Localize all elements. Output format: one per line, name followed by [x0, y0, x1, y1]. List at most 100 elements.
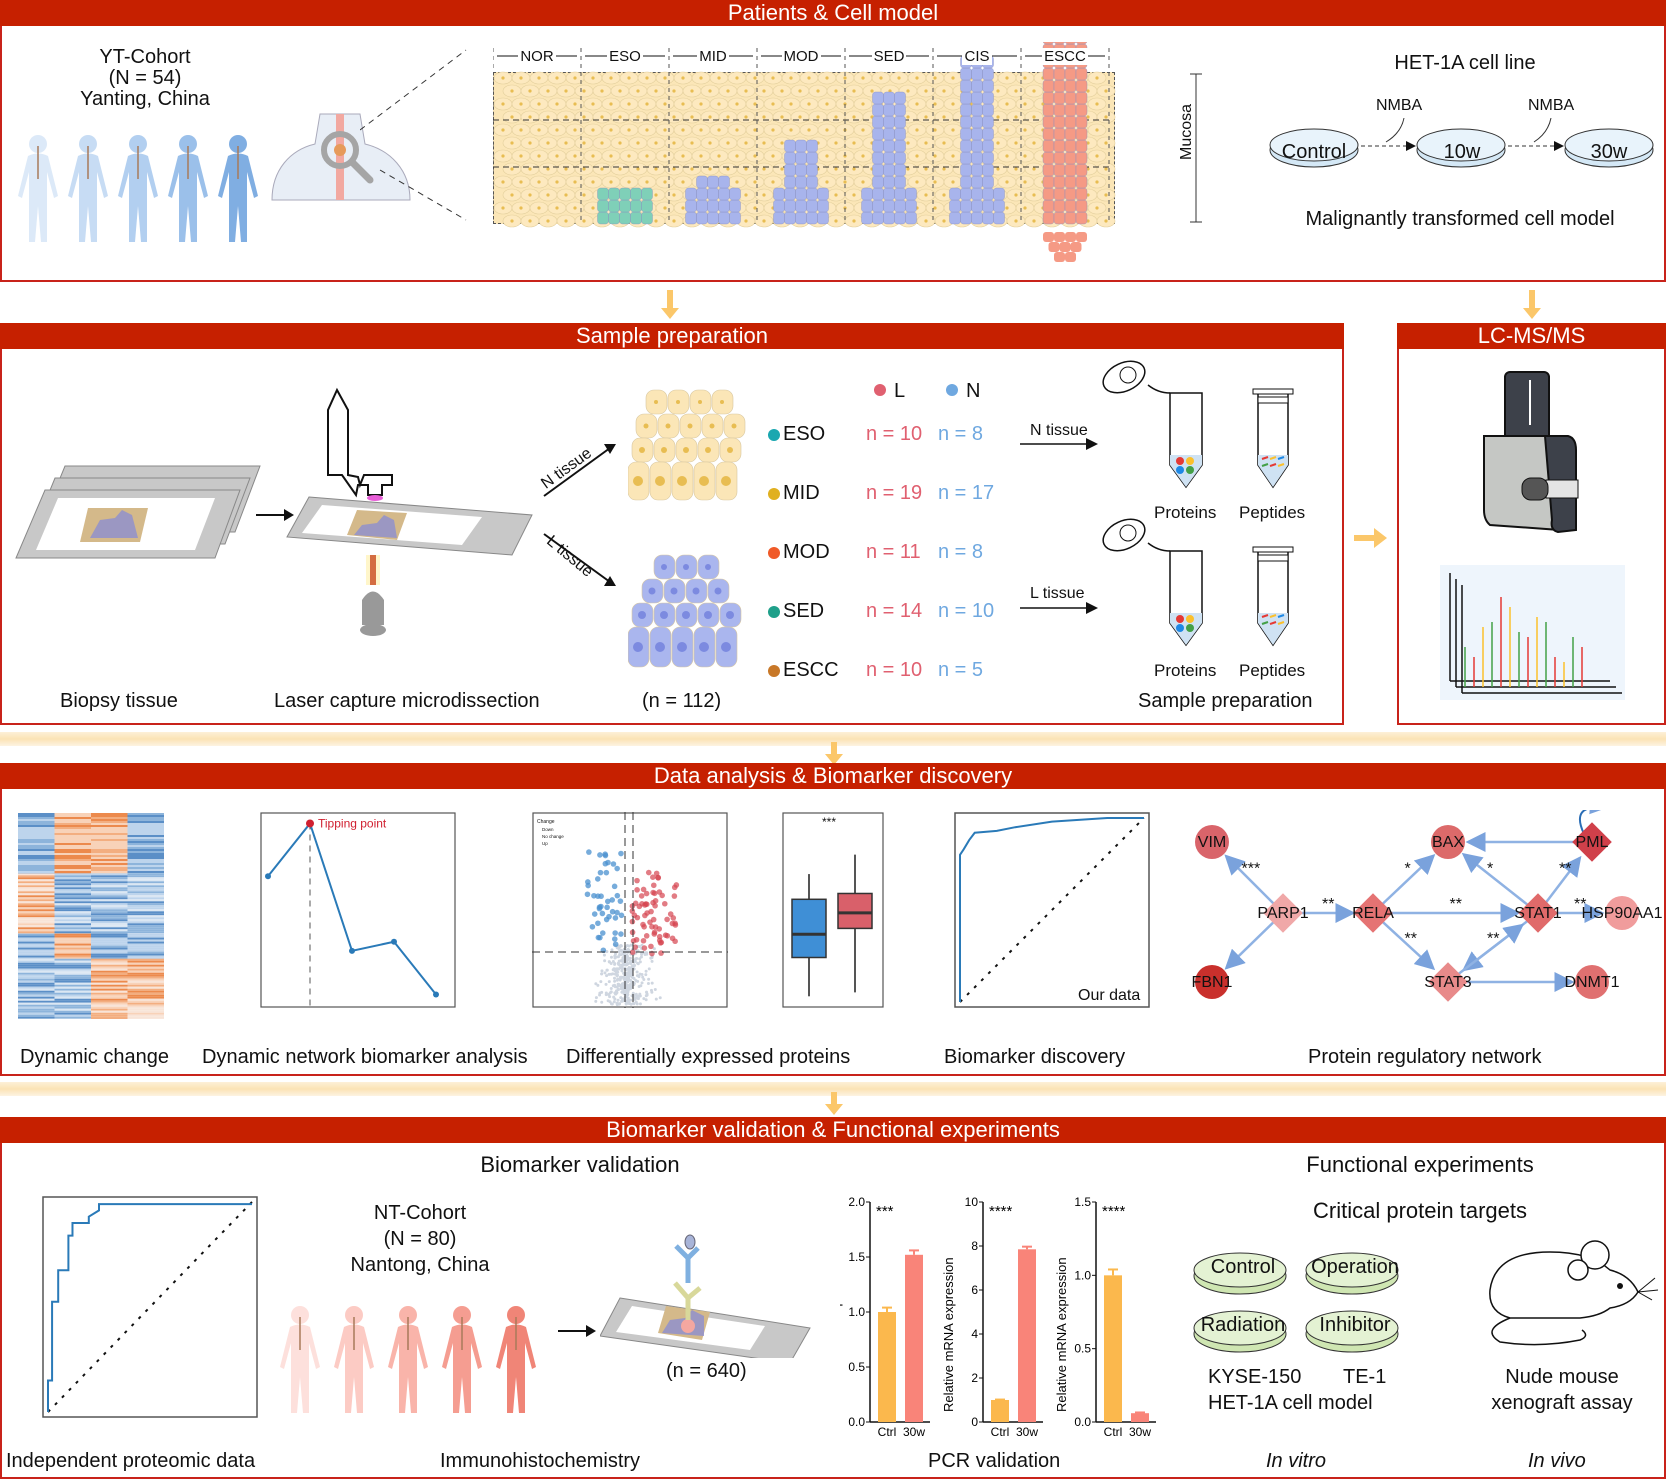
pcr-chart-3: 0.00.51.01.5Ctrl30w****Relative mRNA exp…: [1054, 1195, 1156, 1439]
group-dot-eso: [768, 429, 780, 441]
network-node-label: FBN1: [1192, 974, 1233, 991]
right-arrow-icon: [1020, 437, 1100, 451]
pcr-ytick: 4: [971, 1327, 978, 1341]
svg-text:*: *: [1405, 861, 1411, 878]
section-title-sample-prep: Sample preparation: [0, 323, 1344, 349]
lesion-cells-icon: [628, 553, 748, 671]
in-vivo-label: In vivo: [1528, 1450, 1586, 1473]
tubes-l-icon: [1098, 513, 1328, 653]
dish-control: Control: [1198, 1256, 1288, 1279]
yt-cohort-name: YT-Cohort: [60, 46, 230, 69]
network-node-label: STAT3: [1424, 974, 1472, 991]
svg-text:*: *: [1487, 861, 1493, 878]
down-arrow-icon: [660, 290, 680, 320]
section-title-patients: Patients & Cell model: [0, 0, 1666, 26]
pcr-xtick: Ctrl: [1104, 1425, 1123, 1439]
tubes-n-icon: [1098, 355, 1328, 495]
cell-line-title: HET-1A cell line: [1320, 52, 1610, 75]
ihc-caption: Immunohistochemistry: [440, 1450, 640, 1473]
svg-text:**: **: [1450, 896, 1462, 913]
group-n-count: n = 8: [938, 541, 983, 564]
peptides-label-2: Peptides: [1239, 661, 1305, 681]
pcr-chart-2: 0246810Ctrl30w****Relative mRNA expressi…: [941, 1195, 1043, 1439]
person-figure: [218, 135, 258, 242]
svg-text:**: **: [1405, 931, 1417, 948]
targets-title: Critical protein targets: [1220, 1198, 1620, 1224]
tipping-point-label: Tipping point: [318, 816, 387, 830]
person-figure: [280, 1306, 320, 1413]
box-group1: [792, 899, 826, 957]
svg-text:**: **: [1322, 896, 1334, 913]
network-node-label: PARP1: [1257, 905, 1308, 922]
person-figure: [442, 1306, 482, 1413]
mucosa-bracket: [1186, 72, 1206, 224]
group-dot-escc: [768, 665, 780, 677]
boxplot-significance: ***: [822, 815, 836, 829]
network-node-label: STAT1: [1514, 905, 1562, 922]
roc-curve-independent: [42, 1196, 258, 1418]
pcr-ytick: 8: [971, 1239, 978, 1253]
svg-text:***: ***: [1242, 861, 1261, 878]
pcr-bar: [1131, 1413, 1149, 1422]
person-figure: [118, 135, 158, 242]
pcr-bar: [905, 1255, 923, 1422]
box-plot: ***: [782, 812, 884, 1008]
stage-label-escc: ESCC: [1021, 48, 1109, 65]
legend-n: N: [966, 380, 980, 403]
group-n-count: n = 17: [938, 482, 994, 505]
yt-cohort-n: (N = 54): [60, 67, 230, 90]
heatmap: [18, 813, 164, 1019]
svg-text:**: **: [1559, 861, 1571, 878]
dish-label-control: Control: [1270, 141, 1358, 164]
dnb-point: [391, 939, 397, 945]
cell-line-te1: TE-1: [1343, 1366, 1386, 1389]
het1a-cell-model: HET-1A cell model: [1208, 1392, 1373, 1415]
legend-l-dot: [874, 384, 886, 396]
pcr-ylabel: Relative mRNA expression: [840, 1257, 843, 1412]
analysis-caption: Differentially expressed proteins: [566, 1046, 850, 1069]
pcr-xtick: 30w: [1129, 1425, 1151, 1439]
group-dot-sed: [768, 606, 780, 618]
person-figure: [388, 1306, 428, 1413]
group-l-count: n = 10: [866, 423, 922, 446]
pcr-ytick: 0.5: [1074, 1342, 1091, 1356]
section-title-lcms: LC-MS/MS: [1397, 323, 1666, 349]
network-node-label: RELA: [1352, 905, 1394, 922]
cell-model-caption: Malignantly transformed cell model: [1270, 208, 1650, 231]
pcr-bar: [1018, 1249, 1036, 1422]
total-n: (n = 112): [642, 690, 721, 713]
dnb-point: [265, 873, 271, 879]
group-n-count: n = 5: [938, 659, 983, 682]
stage-label-nor: NOR: [493, 48, 581, 65]
pcr-bar: [1104, 1275, 1122, 1422]
group-l-count: n = 14: [866, 600, 922, 623]
pcr-chart-1: 0.00.51.01.52.0Ctrl30w***Relative mRNA e…: [840, 1195, 930, 1439]
legend-n-dot: [946, 384, 958, 396]
dish-label-10w: 10w: [1418, 141, 1506, 164]
svg-text:Change: Change: [537, 819, 555, 825]
dnb-point: [433, 992, 439, 998]
person-figure: [168, 135, 208, 242]
analysis-caption: Dynamic network biomarker analysis: [202, 1046, 528, 1069]
group-name: MID: [783, 482, 820, 505]
nmba-label-1: NMBA: [1376, 97, 1422, 115]
mouse-caption-2: xenograft assay: [1462, 1392, 1662, 1415]
pcr-ytick: 0: [971, 1415, 978, 1429]
nt-cohort-location: Nantong, China: [310, 1254, 530, 1277]
pcr-ytick: 0.5: [848, 1360, 865, 1374]
group-n-count: n = 10: [938, 600, 994, 623]
pcr-ytick: 10: [965, 1195, 979, 1209]
group-name: SED: [783, 600, 824, 623]
person-figure: [334, 1306, 374, 1413]
pcr-ytick: 2.0: [848, 1195, 865, 1209]
in-vitro-label: In vitro: [1266, 1450, 1326, 1473]
group-l-count: n = 19: [866, 482, 922, 505]
pcr-ylabel: Relative mRNA expression: [1054, 1257, 1069, 1412]
patients-figures-icon: [14, 134, 276, 246]
analysis-caption: Biomarker discovery: [944, 1046, 1125, 1069]
network-node-label: PML: [1576, 834, 1609, 851]
roc-curve-discovery: Our data: [954, 812, 1150, 1008]
volcano-plot: ChangeDownNo changeUp: [532, 812, 730, 1008]
right-arrow-icon: [1354, 528, 1388, 548]
dish-radiation: Radiation: [1198, 1314, 1288, 1337]
